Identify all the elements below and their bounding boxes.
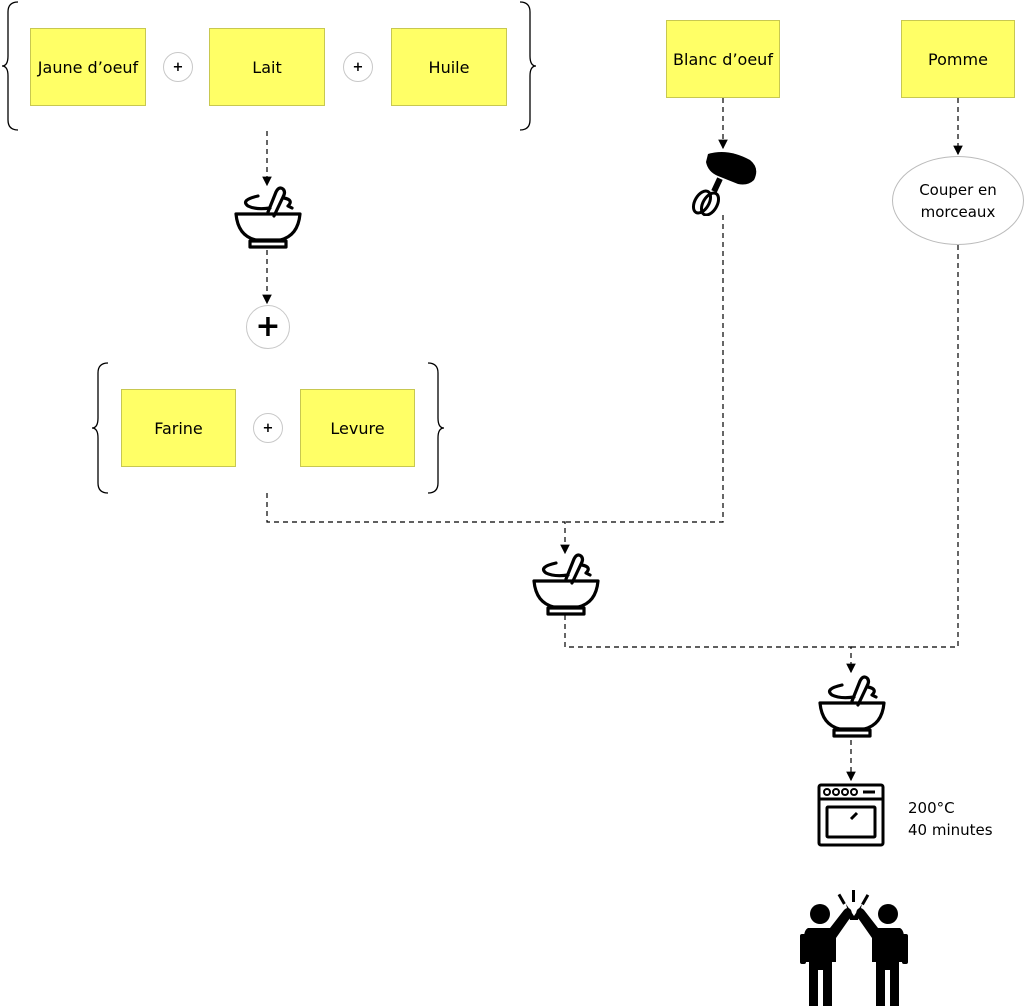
connector-couper-to-bowl3 — [851, 245, 959, 648]
step-couper-line2: morceaux — [920, 202, 996, 221]
connector-bowl2-to-bowl3 — [564, 615, 856, 674]
ingredient-lait: Lait — [209, 28, 325, 106]
plus-operator: + — [253, 413, 283, 443]
ingredient-huile: Huile — [391, 28, 507, 106]
hand-mixer-icon — [691, 152, 757, 216]
mixing-bowl-icon — [234, 186, 302, 249]
oven-icon — [817, 783, 885, 847]
brace-left-group1 — [1, 1, 19, 131]
mixing-bowl-icon — [532, 553, 600, 616]
plus-operator-large: + — [246, 305, 290, 349]
plus-operator: + — [163, 52, 193, 82]
brace-right-group1 — [519, 1, 537, 131]
step-couper: Couper en morceaux — [892, 156, 1024, 245]
high-five-icon — [800, 890, 908, 1006]
plus-operator: + — [343, 52, 373, 82]
oven-temperature: 200°C — [908, 799, 955, 817]
ingredient-blanc: Blanc d’oeuf — [666, 20, 780, 98]
connector-mixer-to-bowl2 — [565, 215, 724, 523]
connector-group2-to-bowl2 — [266, 493, 570, 555]
ingredient-jaune: Jaune d’oeuf — [30, 28, 146, 106]
brace-right-group2 — [427, 362, 445, 494]
oven-duration: 40 minutes — [908, 821, 993, 839]
ingredient-levure: Levure — [300, 389, 415, 467]
ingredient-pomme: Pomme — [901, 20, 1015, 98]
mixing-bowl-icon — [818, 675, 886, 738]
brace-left-group2 — [91, 362, 109, 494]
step-couper-line1: Couper en — [919, 180, 997, 199]
ingredient-farine: Farine — [121, 389, 236, 467]
